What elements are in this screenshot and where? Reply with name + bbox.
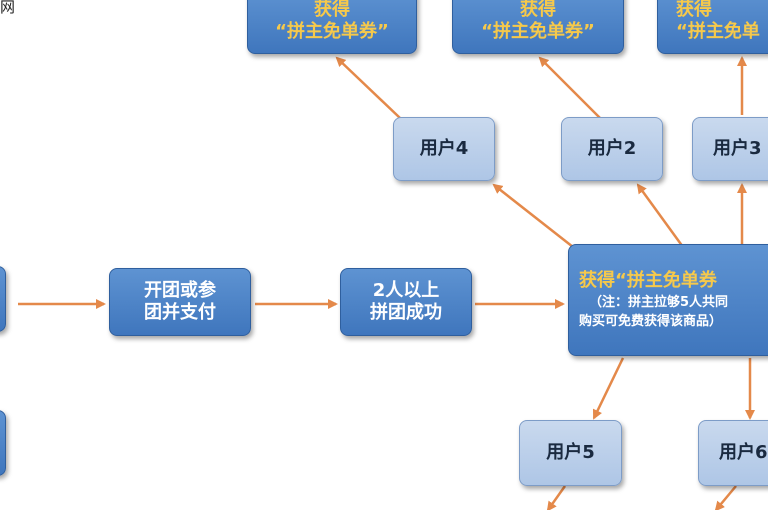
center-title: 获得“拼主免单券	[579, 270, 717, 292]
reward-mid-line2: “拼主免单券”	[481, 21, 595, 42]
success-line1: 2人以上	[372, 279, 440, 301]
center-note-line2: 购买可免费获得该商品）	[579, 314, 723, 330]
open-group-line2: 团并支付	[144, 302, 216, 323]
arrow-center-to-user2	[636, 183, 685, 248]
user-box-4: 用户4	[393, 117, 495, 181]
partial-box-left-bottom	[0, 410, 6, 476]
reward-mid-line1: 获得	[520, 0, 556, 20]
user-4-label: 用户4	[419, 137, 469, 159]
arrow-user6-down	[714, 485, 737, 510]
success-box: 2人以上 拼团成功	[340, 268, 472, 336]
user-box-3: 用户3	[692, 117, 768, 181]
reward-box-right: 获得 “拼主免单	[657, 0, 768, 54]
arrow-user4-to-reward-left	[335, 56, 401, 119]
arrow-user2-to-reward-mid	[538, 56, 601, 119]
user-6-label: 用户6	[719, 441, 768, 463]
arrow-user5-down	[546, 485, 567, 510]
user-5-label: 用户5	[546, 441, 595, 463]
center-reward-box: 获得“拼主免单券 （注：拼主拉够5人共同 购买可免费获得该商品）	[568, 244, 768, 356]
open-group-line1: 开团或参	[144, 279, 216, 301]
center-note-line1: （注：拼主拉够5人共同	[589, 295, 729, 311]
success-line2: 拼团成功	[370, 302, 442, 323]
user-box-6: 用户6	[698, 420, 768, 486]
open-group-box: 开团或参 团并支付	[109, 268, 251, 336]
arrow-center-to-user4	[492, 183, 574, 248]
user-box-5: 用户5	[519, 420, 622, 486]
reward-box-left: 获得 “拼主免单券”	[247, 0, 417, 54]
corner-text: 网	[0, 0, 16, 16]
user-3-label: 用户3	[713, 137, 762, 159]
arrow-center-to-user5	[592, 357, 625, 420]
partial-box-left-mid	[0, 266, 6, 332]
user-box-2: 用户2	[561, 117, 663, 181]
reward-right-line2: “拼主免单	[676, 21, 760, 42]
reward-right-line1: 获得	[676, 0, 712, 20]
reward-box-mid: 获得 “拼主免单券”	[452, 0, 624, 54]
reward-left-line1: 获得	[314, 0, 350, 20]
reward-left-line2: “拼主免单券”	[275, 21, 389, 42]
user-2-label: 用户2	[587, 137, 637, 159]
